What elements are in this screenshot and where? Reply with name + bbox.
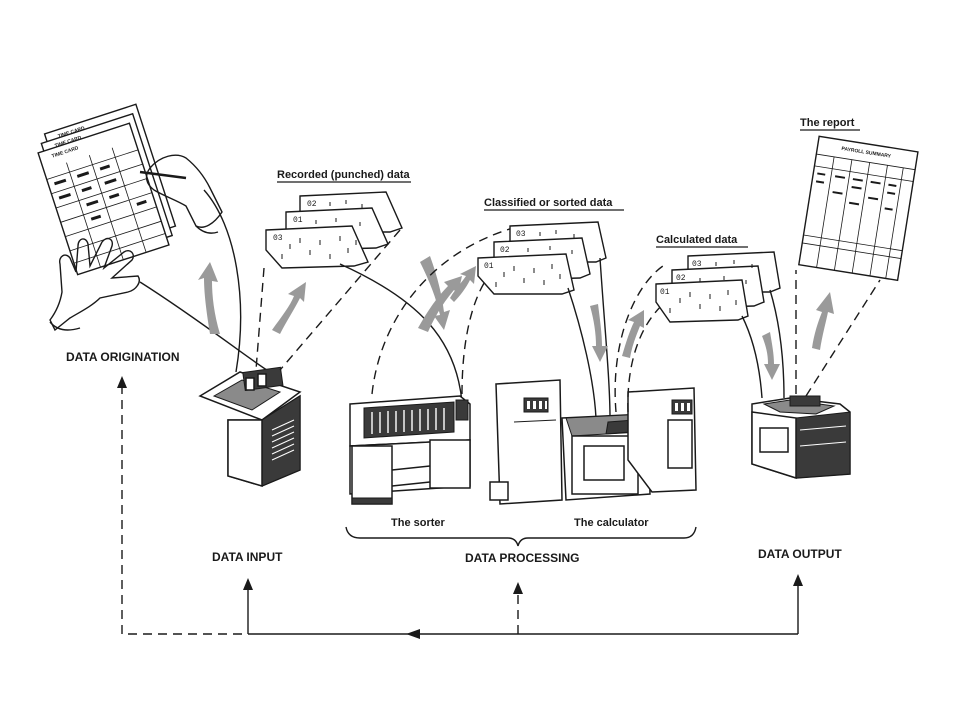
flow-arrow-from-calculator (622, 310, 644, 358)
printer-machine (752, 396, 850, 478)
processing-bracket (346, 527, 696, 546)
keypunch-machine (200, 367, 300, 486)
output-up-arrowhead (793, 574, 803, 586)
classified-data-label: Classified or sorted data (484, 197, 613, 209)
recorded-card-3-number: 03 (273, 234, 283, 243)
sorted-card-1-number: 03 (516, 230, 526, 239)
processing-up-arrowhead (513, 582, 523, 594)
recorded-card-2-number: 01 (293, 216, 303, 225)
origination-up-arrowhead (117, 376, 127, 388)
calculated-data-label: Calculated data (656, 234, 738, 246)
recorded-card-stack: 02 01 03 (266, 192, 402, 268)
data-origination-label: DATA ORIGINATION (66, 350, 180, 364)
calculated-card-3-number: 01 (660, 288, 670, 297)
the-sorter-label: The sorter (391, 517, 446, 529)
sorted-card-3-number: 01 (484, 262, 494, 271)
report-sheet: PAYROLL SUMMARY (799, 136, 918, 280)
the-calculator-label: The calculator (574, 517, 649, 529)
loop-left-arrowhead (406, 629, 420, 639)
calculated-card-2-number: 02 (676, 274, 686, 283)
the-report-label: The report (800, 117, 855, 129)
data-processing-label: DATA PROCESSING (465, 551, 579, 565)
calculator-machine (490, 380, 696, 504)
input-up-arrowhead (243, 578, 253, 590)
time-card-illustration: TIME CARD TIME CARD TIME CARD (33, 104, 270, 372)
recorded-card-1-number: 02 (307, 200, 317, 209)
flow-arrow-to-printer (762, 332, 780, 380)
sorter-machine (350, 396, 470, 504)
flow-arrow-input (272, 282, 306, 334)
sorted-card-2-number: 02 (500, 246, 510, 255)
calculated-card-1-number: 03 (692, 260, 702, 269)
data-input-label: DATA INPUT (212, 550, 283, 564)
recorded-data-label: Recorded (punched) data (277, 169, 411, 181)
data-output-label: DATA OUTPUT (758, 547, 842, 561)
calculated-card-stack: 03 02 01 (656, 252, 780, 322)
flow-arrow-to-report (812, 292, 834, 350)
